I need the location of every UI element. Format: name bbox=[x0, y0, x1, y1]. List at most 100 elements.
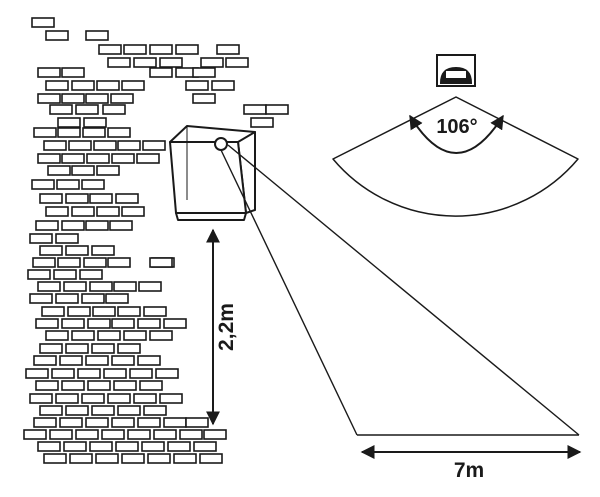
brick bbox=[37, 67, 61, 78]
brick bbox=[43, 140, 67, 151]
brick bbox=[29, 233, 53, 244]
brick bbox=[211, 80, 235, 91]
brick bbox=[89, 281, 113, 292]
brick bbox=[113, 380, 137, 391]
brick bbox=[137, 417, 161, 428]
brick bbox=[39, 193, 63, 204]
brick bbox=[91, 405, 115, 416]
brick bbox=[129, 368, 153, 379]
brick bbox=[97, 330, 121, 341]
brick bbox=[55, 393, 79, 404]
brick bbox=[123, 330, 147, 341]
brick bbox=[149, 44, 173, 55]
brick bbox=[61, 153, 85, 164]
brick bbox=[63, 281, 87, 292]
brick bbox=[136, 153, 160, 164]
brick bbox=[121, 80, 145, 91]
brick bbox=[141, 441, 165, 452]
brick bbox=[85, 417, 109, 428]
brick bbox=[71, 80, 95, 91]
brick bbox=[117, 343, 141, 354]
brick bbox=[31, 179, 55, 190]
brick bbox=[167, 441, 191, 452]
brick bbox=[149, 257, 173, 268]
brick bbox=[56, 179, 80, 190]
brick bbox=[243, 104, 267, 115]
brick bbox=[77, 368, 101, 379]
brick bbox=[63, 441, 87, 452]
brick bbox=[143, 405, 167, 416]
brick bbox=[179, 429, 203, 440]
brick bbox=[32, 257, 56, 268]
brick bbox=[59, 355, 83, 366]
brick bbox=[29, 393, 53, 404]
brick bbox=[39, 343, 63, 354]
brick bbox=[115, 193, 139, 204]
brick bbox=[45, 206, 69, 217]
brick bbox=[142, 140, 166, 151]
brick bbox=[31, 17, 55, 28]
brick bbox=[117, 306, 141, 317]
brick bbox=[55, 233, 79, 244]
brick bbox=[121, 453, 145, 464]
brick bbox=[95, 453, 119, 464]
brick bbox=[37, 441, 61, 452]
brick bbox=[75, 429, 99, 440]
brick bbox=[107, 393, 131, 404]
brick bbox=[81, 179, 105, 190]
brick bbox=[96, 80, 120, 91]
brick bbox=[47, 165, 71, 176]
range-dimension: 7m bbox=[360, 445, 582, 482]
brick bbox=[85, 220, 109, 231]
brick bbox=[117, 405, 141, 416]
brick bbox=[37, 281, 61, 292]
brick bbox=[185, 80, 209, 91]
brick bbox=[53, 269, 77, 280]
brick bbox=[147, 453, 171, 464]
brick bbox=[68, 140, 92, 151]
brick bbox=[82, 127, 106, 138]
brick bbox=[107, 57, 131, 68]
brick bbox=[216, 44, 240, 55]
brick bbox=[137, 355, 161, 366]
brick bbox=[139, 380, 163, 391]
brick bbox=[250, 117, 274, 128]
brick bbox=[85, 30, 109, 41]
brick bbox=[175, 44, 199, 55]
brick bbox=[37, 93, 61, 104]
brick bbox=[49, 104, 73, 115]
brick bbox=[71, 165, 95, 176]
brick bbox=[86, 153, 110, 164]
brick bbox=[133, 57, 157, 68]
brick bbox=[59, 417, 83, 428]
brick bbox=[87, 318, 111, 329]
sensor-dot bbox=[214, 137, 228, 151]
brick bbox=[83, 117, 107, 128]
brick bbox=[163, 318, 187, 329]
brick bbox=[185, 417, 209, 428]
brick bbox=[109, 220, 133, 231]
brick bbox=[149, 67, 173, 78]
brick bbox=[61, 380, 85, 391]
brick bbox=[79, 269, 103, 280]
detection-fan bbox=[332, 96, 579, 217]
brick bbox=[192, 93, 216, 104]
brick bbox=[25, 368, 49, 379]
angle-arc bbox=[409, 114, 504, 154]
wall-lamp-icon bbox=[169, 125, 256, 221]
brick bbox=[61, 67, 85, 78]
brick bbox=[107, 127, 131, 138]
brick bbox=[149, 330, 173, 341]
height-dimension: 2,2m bbox=[206, 228, 238, 426]
brick bbox=[225, 57, 249, 68]
brick bbox=[29, 293, 53, 304]
angle-label: 106° bbox=[436, 116, 477, 138]
brick bbox=[45, 30, 69, 41]
motion-sensor-icon bbox=[436, 54, 476, 87]
brick bbox=[45, 330, 69, 341]
brick bbox=[199, 453, 223, 464]
brick bbox=[41, 306, 65, 317]
brick bbox=[137, 318, 161, 329]
brick bbox=[111, 318, 135, 329]
brick bbox=[91, 343, 115, 354]
